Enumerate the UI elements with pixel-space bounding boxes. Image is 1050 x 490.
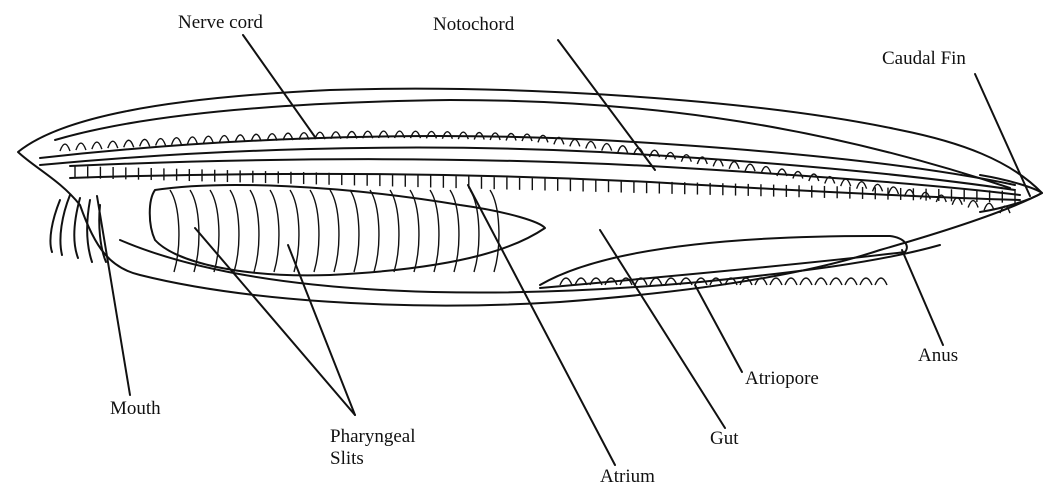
gill-bar <box>270 190 279 272</box>
fin-ray <box>140 139 150 146</box>
fin-ray <box>76 143 86 150</box>
gill-bar <box>450 190 459 272</box>
gut-loop <box>785 278 797 285</box>
fin-ray <box>538 135 548 142</box>
pharyngeal-leader-1 <box>195 228 355 415</box>
fin-ray <box>936 195 946 202</box>
gut-loop <box>845 278 857 285</box>
fin-ray <box>586 141 596 148</box>
gut-loop <box>830 278 842 285</box>
fin-ray <box>745 164 755 171</box>
gut-leader <box>600 230 725 428</box>
fin-ray <box>602 144 612 151</box>
fin-ray <box>172 138 182 145</box>
nerve-cord-leader <box>243 35 315 137</box>
fin-ray <box>156 139 166 146</box>
label-caudal-fin: Caudal Fin <box>882 48 966 70</box>
label-mouth: Mouth <box>110 398 161 420</box>
gill-bar <box>210 190 219 272</box>
pharyngeal-leader-2 <box>288 245 355 415</box>
atriopore-leader <box>695 285 742 372</box>
gut-loop <box>560 278 572 285</box>
gut-loop <box>650 278 662 285</box>
gut-loop <box>815 278 827 285</box>
fin-ray <box>841 179 851 186</box>
fin-ray <box>426 131 436 138</box>
label-nerve-cord: Nerve cord <box>178 12 263 34</box>
fin-ray <box>108 141 118 148</box>
mouth-leader <box>97 196 130 395</box>
label-pharyngeal-slits: Pharyngeal Slits <box>330 426 415 470</box>
fin-ray <box>187 137 197 144</box>
label-anus: Anus <box>918 345 958 367</box>
nerve-cord-lower <box>40 148 1015 190</box>
gill-bar <box>370 190 379 272</box>
gut-loop <box>860 278 872 285</box>
gut-loop <box>770 278 782 285</box>
gill-bar <box>390 190 399 272</box>
fin-ray <box>60 144 70 151</box>
pharynx <box>150 185 545 275</box>
atrium-leader <box>468 185 615 465</box>
gill-bar <box>310 190 319 272</box>
fin-ray <box>92 142 102 149</box>
gill-bar <box>230 190 239 272</box>
gill-bar <box>250 190 259 272</box>
anus-leader <box>902 250 943 345</box>
label-atrium: Atrium <box>600 466 655 488</box>
fin-ray <box>618 146 628 153</box>
caudal-fin-leader <box>975 74 1030 196</box>
fin-ray <box>124 140 134 147</box>
label-notochord: Notochord <box>433 14 514 36</box>
gut-loop <box>875 278 887 285</box>
label-gut: Gut <box>710 428 739 450</box>
fin-ray <box>729 162 739 169</box>
label-pharyngeal-line2: Slits <box>330 448 415 470</box>
fin-ray <box>888 187 898 194</box>
gill-bar <box>410 190 419 272</box>
gill-bar <box>350 190 359 272</box>
fin-ray <box>873 184 883 191</box>
label-atriopore: Atriopore <box>745 368 819 390</box>
label-pharyngeal-line1: Pharyngeal <box>330 426 415 448</box>
fin-ray <box>570 139 580 146</box>
gill-bar <box>330 190 339 272</box>
fin-ray <box>411 131 421 138</box>
fin-ray <box>857 182 867 189</box>
gut-loop <box>800 278 812 285</box>
